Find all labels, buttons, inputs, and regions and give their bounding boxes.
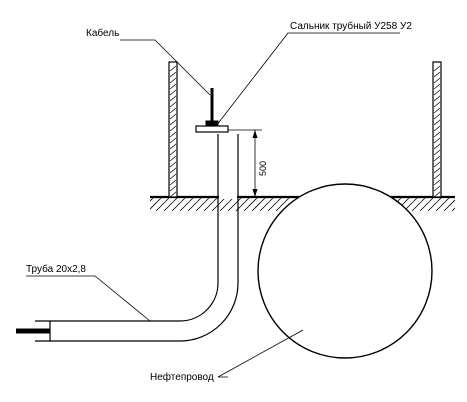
label-cable: Кабель [86,27,119,39]
post-hatch-line [433,95,441,102]
post-hatch-line [433,155,441,162]
soil-hatch-line [267,197,283,211]
post-hatch-line [433,179,441,186]
post-hatch-line [169,179,177,186]
pipe-gap [219,195,237,199]
leader-cable [120,39,211,96]
soil-hatch-line [243,197,259,211]
post-hatch-line [169,167,177,174]
post-hatch-line [169,71,177,78]
post-hatch-line [433,125,441,132]
post-hatch-line [169,65,177,72]
post-hatch-line [169,143,177,150]
soil-hatch-line [251,197,267,211]
protective-pipe-inner [35,134,239,342]
soil-hatch-line [419,197,435,211]
post-hatch-line [433,191,441,198]
soil-hatch-line [451,207,455,211]
post-hatch-line [433,65,441,72]
leader-pipeline [217,329,304,378]
post-hatch-line [433,113,441,120]
soil-hatch-line [460,197,467,211]
post-hatch-line [433,101,441,108]
soil-hatch-line [171,197,187,211]
post-hatch-line [169,83,177,90]
post-hatch-line [433,161,441,168]
post-hatch-line [169,191,177,198]
post-right-hatching [433,65,441,198]
post-hatch-line [169,149,177,156]
post-hatch-line [169,155,177,162]
soil-hatch-line [427,197,443,211]
post-hatch-line [169,173,177,180]
leader-gland [215,32,400,127]
post-hatch-line [433,89,441,96]
leader-pipe [26,275,151,322]
soil-hatch-line [443,199,455,211]
post-hatch-line [433,71,441,78]
soil-hatch-line [179,197,195,211]
post-hatch-line [169,95,177,102]
post-hatch-line [433,83,441,90]
label-gland: Сальник трубный У258 У2 [290,20,412,32]
soil-hatch-line [219,197,235,211]
post-hatch-line [433,185,441,192]
post-hatch-line [169,119,177,126]
post-left-hatching [169,65,177,198]
post-left [168,61,178,198]
soil-hatch-line [195,197,211,211]
post-hatch-line [433,173,441,180]
post-hatch-line [169,137,177,144]
dim-arrow-top [252,130,258,138]
post-hatch-line [433,77,441,84]
soil-hatch-line [411,197,427,211]
soil-hatch-line [163,197,179,211]
soil-hatch-line [203,197,219,211]
soil-hatch-line [150,197,163,210]
post-hatch-line [169,125,177,132]
soil-hatch-line [227,197,243,211]
label-pipe: Труба 20х2,8 [26,263,86,275]
protective-pipe-outer [35,134,219,322]
post-hatch-line [433,137,441,144]
dimension-text: 500 [258,161,268,176]
post-hatch-line [169,77,177,84]
post-hatch-line [169,113,177,120]
post-hatch-line [433,107,441,114]
post-hatch-line [169,161,177,168]
post-hatch-line [433,143,441,150]
soil-hatch-line [155,197,171,211]
post-hatch-line [169,131,177,138]
post-hatch-line [169,89,177,96]
soil-hatch-line [259,197,275,211]
post-hatch-line [433,131,441,138]
post-hatch-line [433,149,441,156]
soil-hatch-line [150,197,155,202]
post-hatch-line [433,119,441,126]
pipeline-circle [257,183,433,359]
gland-flange [195,125,229,133]
dim-arrow-bottom [252,189,258,197]
label-pipeline: Нефтепровод [150,371,214,383]
soil-hatch-line [187,197,203,211]
post-hatch-line [169,107,177,114]
post-hatch-line [433,167,441,174]
soil-hatch-line [275,197,291,211]
post-hatch-line [169,185,177,192]
soil-hatch-line [211,197,227,211]
post-hatch-line [169,101,177,108]
post-right [432,61,442,198]
soil-hatch-line [435,197,451,211]
